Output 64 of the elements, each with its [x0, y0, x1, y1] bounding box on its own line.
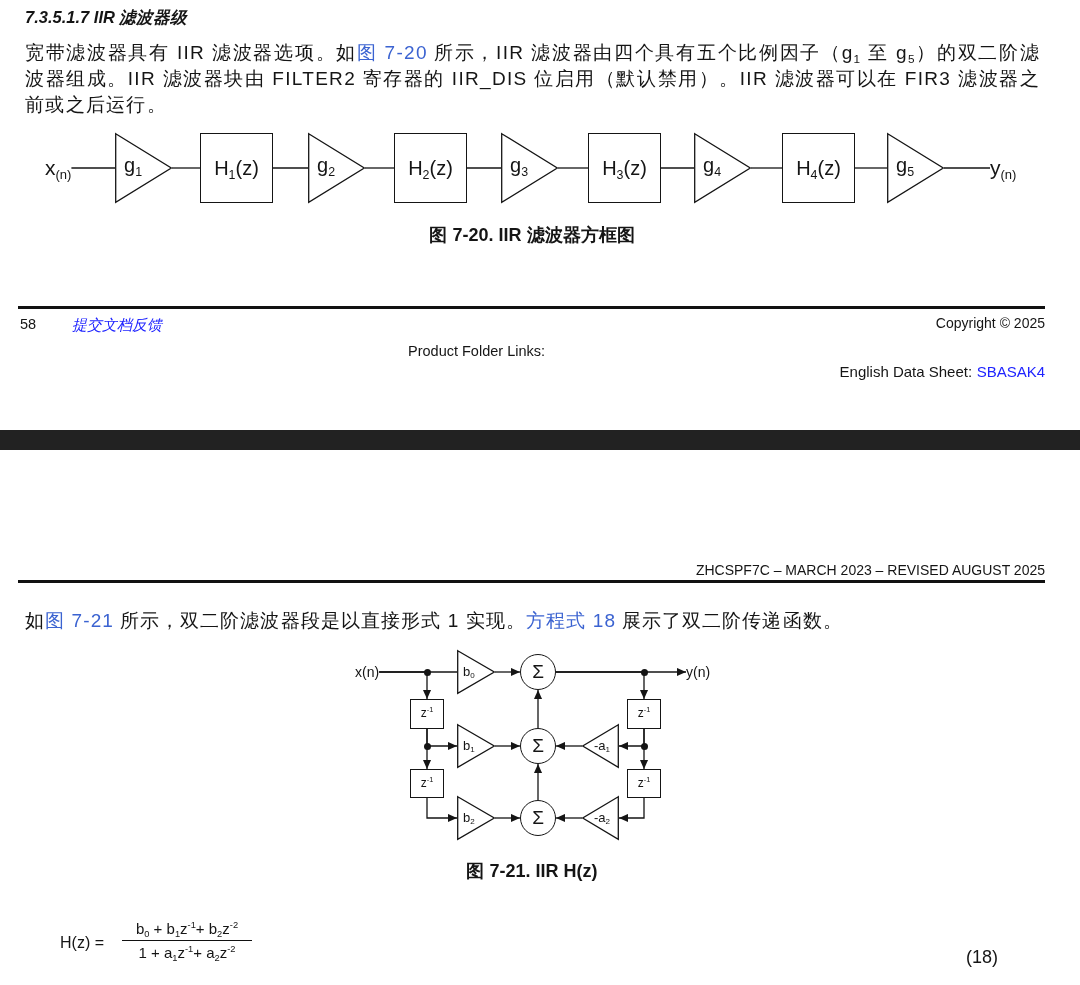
signal-label: x(n)	[355, 663, 380, 681]
document-number: ZHCSPF7C – MARCH 2023 – REVISED AUGUST 2025	[695, 562, 1045, 579]
connector-line	[943, 167, 991, 169]
gain-triangle: -a$_{1}$	[582, 724, 619, 768]
equation-denominator: 1 + a$_{1}$z$^{-1}$+ a$_{2}$z$^{-2}$	[138, 944, 236, 962]
link: SBASAK4	[976, 363, 1045, 380]
connector-line	[750, 167, 783, 169]
gain-triangle: g$_{3}$	[501, 133, 558, 203]
connector-line	[70, 167, 116, 169]
arrow	[426, 797, 458, 823]
arrow	[639, 728, 649, 770]
link: 提交文档反馈	[72, 316, 162, 334]
arrow	[494, 741, 521, 751]
signal-label: y(n)	[686, 663, 711, 681]
signal-label: y$_{(n)}$	[990, 155, 1017, 181]
arrow	[533, 763, 543, 801]
footer-text: English Data Sheet: SBASAK4	[839, 362, 1045, 381]
paragraph: 宽带滤波器具有 IIR 滤波器选项。如 图 7-20 所示，IIR 滤波器由四个具有五个比例因子（g$_{1}$ 至 g$_{5}$）的双二阶滤波器组成。IIR 滤波器块由 FILTER2 寄存器的 IIR_DIS 位启用（默认禁用）。IIR 滤波器可以在 FIR3 滤波器之前或之后运行。	[25, 41, 1040, 117]
filter-box: H$_{4}$(z)	[782, 133, 855, 203]
equation-number: (18)	[966, 947, 998, 969]
figure-caption: 图 7-21. IIR H(z)	[466, 861, 598, 883]
filter-box: H$_{3}$(z)	[588, 133, 661, 203]
connector-line	[854, 167, 888, 169]
section-heading: 7.3.5.1.7 IIR 滤波器级	[25, 8, 188, 28]
equation-numerator: b$_{0}$ + b$_{1}$z$^{-1}$+ b$_{2}$z$^{-2}$	[135, 920, 239, 938]
link: 图 7-21	[45, 610, 115, 631]
arrow	[618, 797, 645, 823]
gain-triangle: g$_{1}$	[115, 133, 172, 203]
connector-line	[557, 167, 589, 169]
gain-triangle: -a$_{2}$	[582, 796, 619, 840]
connector-line	[272, 167, 309, 169]
arrow	[533, 689, 543, 729]
filter-box: H$_{2}$(z)	[394, 133, 467, 203]
arrow	[378, 671, 432, 700]
page-number: 58	[20, 316, 37, 334]
gain-triangle: g$_{4}$	[694, 133, 751, 203]
signal-label: x$_{(n)}$	[45, 155, 72, 181]
connector-line	[364, 167, 395, 169]
link: 图 7-20	[356, 42, 428, 63]
copyright-notice: Copyright © 2025	[935, 315, 1045, 332]
gain-triangle: g$_{2}$	[308, 133, 365, 203]
gain-triangle: b$_{2}$	[457, 796, 495, 840]
delay-box: z$^{-1}$	[627, 699, 661, 729]
figure-caption: 图 7-20. IIR 滤波器方框图	[429, 225, 635, 247]
arrow	[494, 667, 521, 677]
footer-text: Product Folder Links:	[408, 343, 545, 361]
link: 方程式 18	[526, 610, 617, 631]
arrow	[555, 741, 583, 751]
filter-box: H$_{1}$(z)	[200, 133, 273, 203]
arrow	[422, 728, 432, 770]
arrow	[555, 671, 649, 700]
connector-line	[466, 167, 502, 169]
equation-text: H(z) =	[60, 933, 104, 953]
arrow	[555, 813, 583, 823]
delay-box: z$^{-1}$	[410, 769, 444, 798]
gain-triangle: b$_{0}$	[457, 650, 495, 694]
gain-triangle: b$_{1}$	[457, 724, 495, 768]
connector-line	[171, 167, 201, 169]
gain-triangle: g$_{5}$	[887, 133, 944, 203]
arrow	[494, 813, 521, 823]
paragraph: 如 图 7-21 所示，双二阶滤波器段是以直接形式 1 实现。方程式 18 展示了双二阶传递函数。	[25, 609, 843, 633]
connector-line	[660, 167, 695, 169]
delay-box: z$^{-1}$	[627, 769, 661, 798]
delay-box: z$^{-1}$	[410, 699, 444, 729]
